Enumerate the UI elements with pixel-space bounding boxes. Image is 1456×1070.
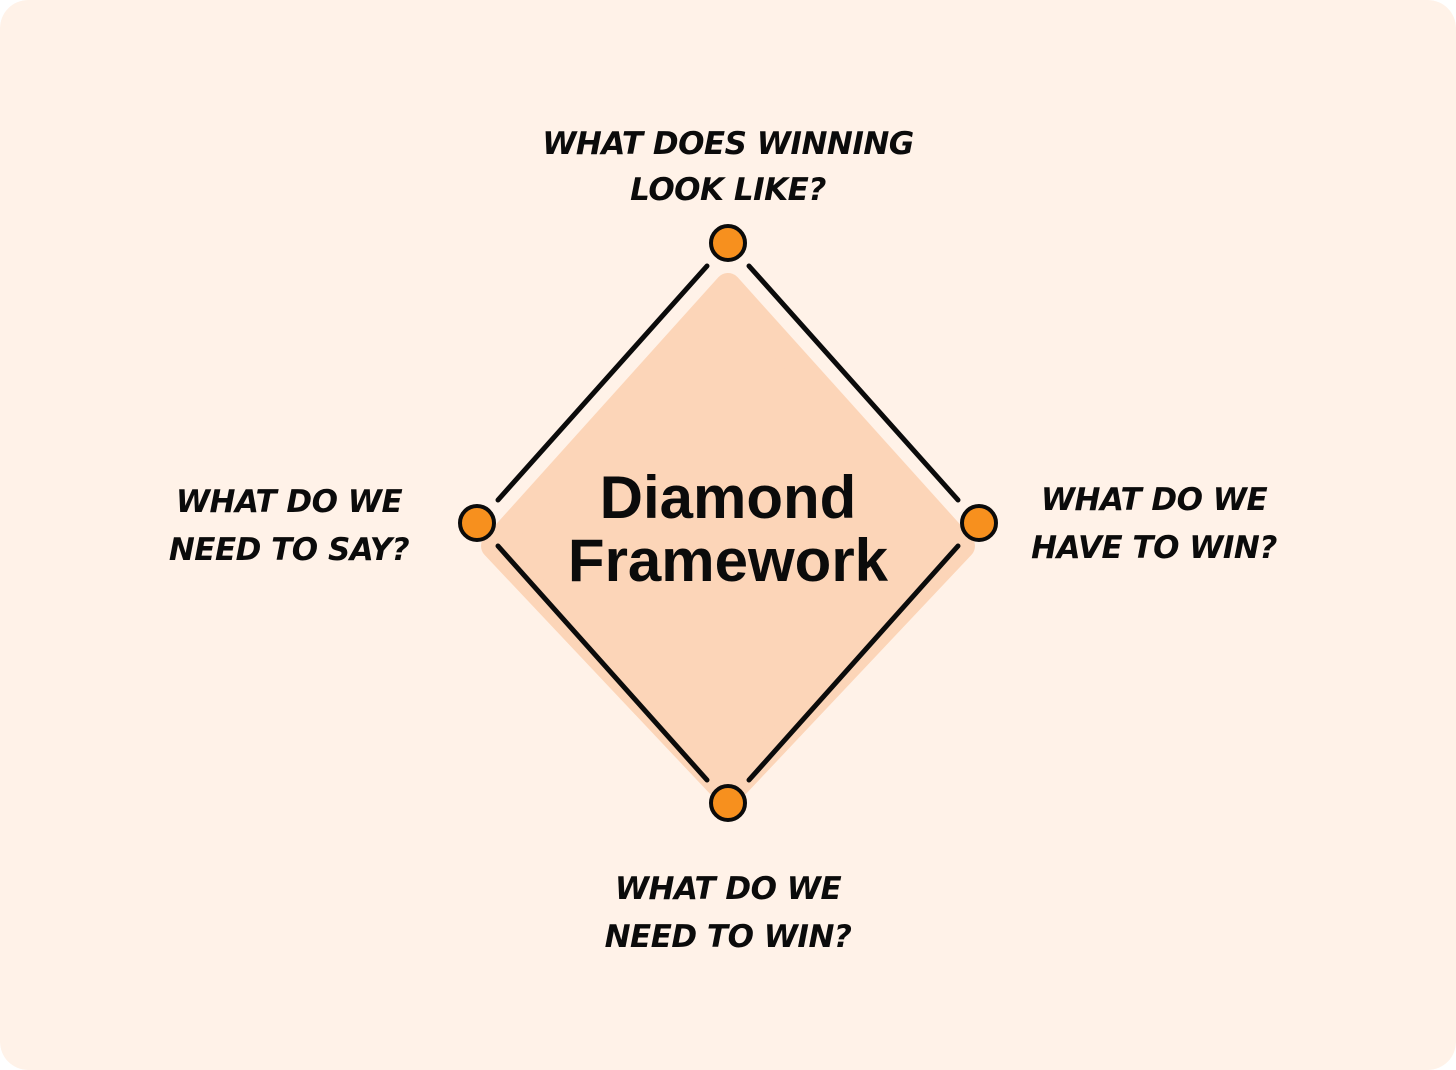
edge-top-left — [495, 263, 710, 503]
edge-top-right — [746, 263, 961, 503]
node-left — [458, 504, 496, 542]
question-bottom: WHAT DO WE NEED TO WIN? — [605, 871, 853, 955]
question-left-line-1: WHAT DO WE — [176, 484, 403, 520]
question-left: WHAT DO WE NEED TO SAY? — [169, 484, 410, 568]
diagram-title-line-2: Framework — [568, 527, 889, 594]
question-right-line-1: WHAT DO WE — [1041, 482, 1268, 518]
question-top-line-1: WHAT DOES WINNING — [542, 126, 914, 162]
question-left-line-2: NEED TO SAY? — [169, 532, 410, 568]
diamond-nodes — [458, 224, 998, 822]
diamond-edges — [495, 263, 961, 783]
edge-bottom-left — [495, 543, 710, 783]
diagram-title-line-1: Diamond — [600, 464, 857, 531]
node-right — [960, 504, 998, 542]
question-top-line-2: LOOK LIKE? — [630, 172, 826, 208]
node-bottom — [709, 784, 747, 822]
question-right: WHAT DO WE HAVE TO WIN? — [1031, 482, 1278, 566]
edge-bottom-right — [746, 543, 961, 783]
question-bottom-line-2: NEED TO WIN? — [605, 919, 852, 955]
node-top — [709, 224, 747, 262]
question-right-line-2: HAVE TO WIN? — [1031, 530, 1277, 566]
question-top: WHAT DOES WINNING LOOK LIKE? — [542, 126, 914, 208]
question-bottom-line-1: WHAT DO WE — [615, 871, 842, 907]
